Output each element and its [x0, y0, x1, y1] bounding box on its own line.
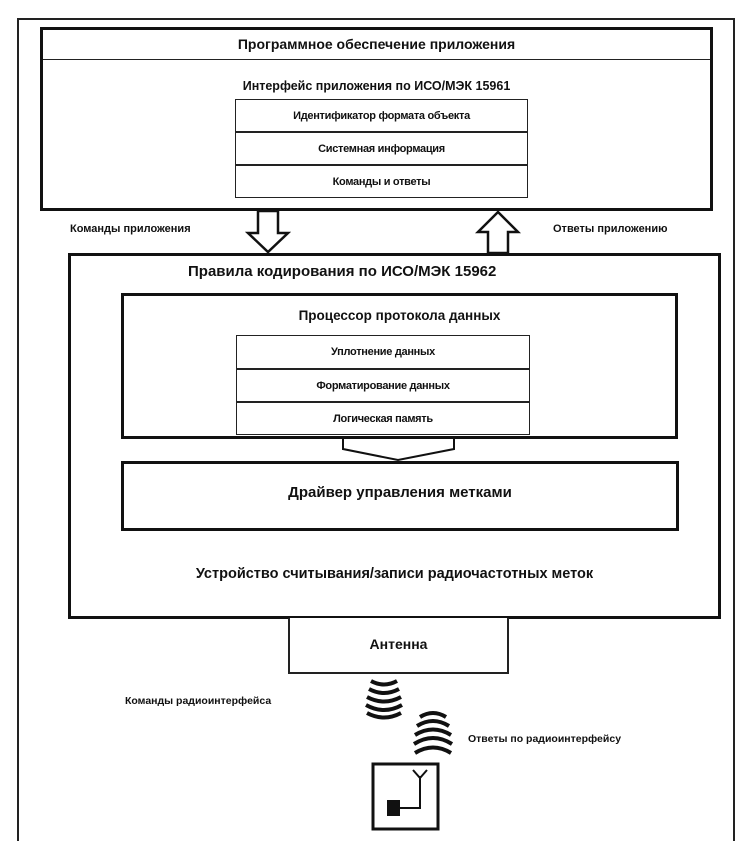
application-software-header — [43, 30, 710, 60]
object-format-identifier-row: Идентификатор формата объекта — [235, 99, 528, 132]
application-software-box: Программное обеспечение приложения Интер… — [40, 27, 713, 211]
data-protocol-table: Уплотнение данных Форматирование данных … — [236, 335, 530, 435]
application-responses-label: Ответы приложению — [553, 223, 668, 235]
data-formatting-row: Форматирование данных — [236, 369, 530, 402]
chevron-down-icon — [342, 439, 455, 462]
encoding-rules-title: Правила кодирования по ИСО/МЭК 15962 — [188, 263, 497, 280]
antenna-label: Антенна — [369, 636, 428, 652]
antenna-box — [288, 618, 509, 674]
radio-responses-label: Ответы по радиоинтерфейсу — [468, 733, 622, 745]
commands-and-responses-row: Команды и ответы — [235, 165, 528, 198]
down-arrow-icon — [244, 209, 292, 254]
tag-waves-icon — [412, 711, 454, 755]
tag-driver-label: Драйвер управления метками — [288, 484, 512, 501]
rfid-tag-icon — [371, 762, 440, 831]
logical-memory-row: Логическая память — [236, 402, 530, 435]
data-protocol-processor-title: Процессор протокола данных — [298, 308, 501, 323]
system-information-row: Системная информация — [235, 132, 528, 165]
data-compaction-row: Уплотнение данных — [236, 335, 530, 369]
outer-frame — [17, 18, 735, 841]
application-commands-label: Команды приложения — [70, 223, 191, 235]
radio-commands-label: Команды радиоинтерфейса — [125, 695, 272, 707]
application-software-title: Программное обеспечение приложения — [237, 36, 516, 52]
reader-device-label: Устройство считывания/записи радиочастот… — [195, 566, 594, 582]
antenna-waves-icon — [365, 679, 403, 720]
up-arrow-icon — [474, 210, 522, 255]
application-interface-table: Идентификатор формата объекта Системная … — [235, 99, 528, 198]
data-protocol-processor-box — [121, 293, 678, 439]
tag-driver-box — [121, 461, 679, 531]
application-interface-title: Интерфейс приложения по ИСО/МЭК 15961 — [242, 79, 511, 93]
